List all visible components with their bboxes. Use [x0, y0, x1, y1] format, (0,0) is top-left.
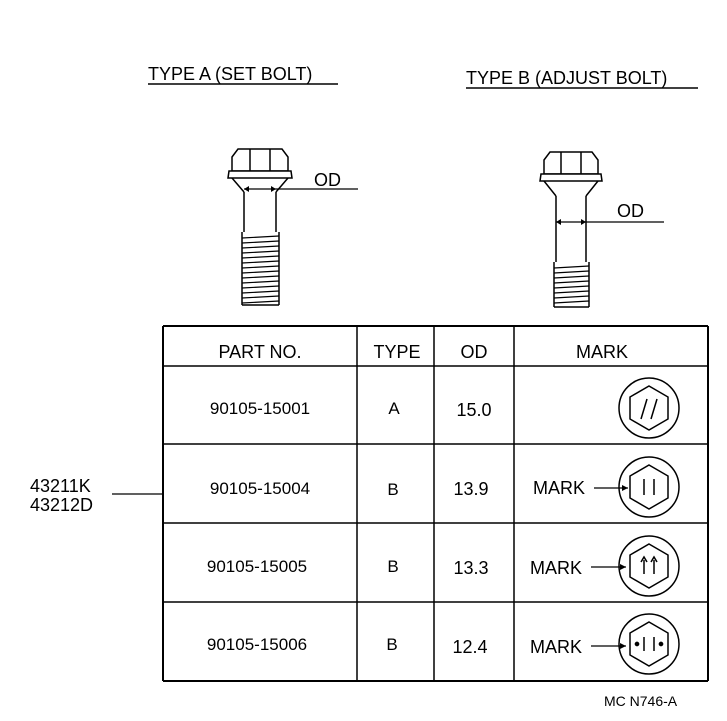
thread-line [553, 290, 590, 294]
od-label-type-b: OD [617, 201, 644, 221]
parts-table [162, 325, 709, 682]
row1-type: A [388, 399, 400, 418]
row2-od: 13.9 [453, 479, 488, 499]
row1-od: 15.0 [456, 400, 491, 420]
thread-line [553, 270, 590, 274]
row4-part-no: 90105-15006 [207, 635, 307, 654]
row3-od: 13.3 [453, 558, 488, 578]
bolt-head-mark-two-arrows-icon [618, 535, 680, 597]
thread-line [241, 250, 280, 254]
thread-line [241, 285, 280, 289]
thread-line [241, 235, 280, 239]
row2-type: B [387, 480, 398, 499]
row4-od: 12.4 [452, 637, 487, 657]
type-a-title: TYPE A (SET BOLT) [148, 64, 312, 84]
thread-line [241, 265, 280, 269]
thread-line [241, 295, 280, 299]
thread-line [241, 290, 280, 294]
row3-type: B [387, 557, 398, 576]
row1-part-no: 90105-15001 [210, 399, 310, 418]
thread-line [553, 275, 590, 279]
type-b-bolt [539, 151, 664, 308]
type-b-thread-lines [553, 265, 590, 304]
thread-line [553, 280, 590, 284]
type-b-title: TYPE B (ADJUST BOLT) [466, 68, 667, 88]
od-label-type-a: OD [314, 170, 341, 190]
type-a-thread-lines [241, 235, 280, 304]
thread-line [241, 255, 280, 259]
thread-line [553, 295, 590, 299]
bolt-head-mark-two-lines-icon [618, 456, 680, 518]
bolt-head-mark-slash-icon [618, 377, 680, 439]
thread-line [241, 280, 280, 284]
row4-mark-label: MARK [530, 637, 582, 657]
header-od: OD [461, 342, 488, 362]
thread-line [241, 300, 280, 304]
thread-line [553, 285, 590, 289]
figure-code: MC N746-A [604, 693, 678, 709]
thread-line [553, 265, 590, 269]
thread-line [241, 245, 280, 249]
header-part-no: PART NO. [218, 342, 301, 362]
thread-line [241, 270, 280, 274]
model-code-1: 43211K [30, 476, 91, 496]
row4-type: B [386, 635, 397, 654]
row3-part-no: 90105-15005 [207, 557, 307, 576]
row2-mark-label: MARK [533, 478, 585, 498]
row3-mark-label: MARK [530, 558, 582, 578]
model-code-2: 43212D [30, 495, 93, 515]
thread-line [241, 260, 280, 264]
thread-line [241, 275, 280, 279]
type-a-bolt [227, 148, 358, 306]
header-type: TYPE [373, 342, 420, 362]
thread-line [553, 300, 590, 304]
row2-part-no: 90105-15004 [210, 479, 310, 498]
bolt-head-mark-lines-dots-icon [618, 613, 680, 675]
header-mark: MARK [576, 342, 628, 362]
thread-line [241, 240, 280, 244]
